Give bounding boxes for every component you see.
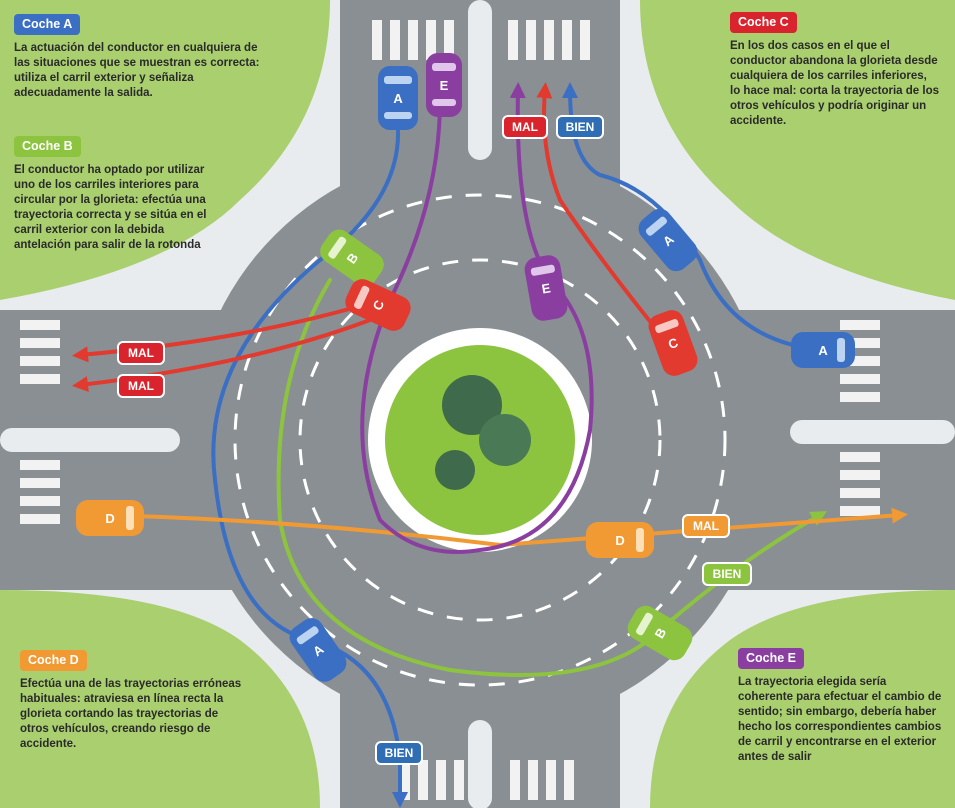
car-a-top: A bbox=[378, 66, 418, 130]
text-coche-c: En los dos casos en el que el conductor … bbox=[730, 40, 939, 127]
text-coche-d: Efectúa una de las trayectorias erróneas… bbox=[20, 678, 242, 750]
car-b-upper: B bbox=[320, 229, 384, 287]
car-a-entry: A bbox=[791, 332, 855, 368]
tag-mal-left-1: MAL bbox=[117, 341, 165, 365]
badge-coche-a: Coche A bbox=[14, 14, 81, 35]
badge-coche-e: Coche E bbox=[738, 648, 805, 669]
car-e-middle: E bbox=[524, 255, 568, 321]
panel-coche-a: Coche A La actuación del conductor en cu… bbox=[14, 14, 264, 101]
panel-coche-e: Coche E La trayectoria elegida sería coh… bbox=[738, 648, 943, 765]
car-a-label: A bbox=[393, 91, 403, 106]
svg-text:BIEN: BIEN bbox=[713, 567, 742, 581]
car-a-bottom: A bbox=[289, 618, 347, 682]
panel-coche-b: Coche B El conductor ha optado por utili… bbox=[14, 136, 214, 253]
tag-mal-top: MAL bbox=[502, 115, 548, 139]
car-b-lower: B bbox=[627, 605, 693, 661]
text-coche-a: La actuación del conductor en cualquiera… bbox=[14, 42, 260, 99]
svg-text:BIEN: BIEN bbox=[566, 120, 595, 134]
result-tags: MAL BIEN MAL MAL MAL BIEN BIEN bbox=[117, 115, 752, 765]
cars: A E B C E A C bbox=[76, 53, 855, 682]
tag-bien-bottom: BIEN bbox=[375, 741, 423, 765]
svg-text:BIEN: BIEN bbox=[385, 746, 414, 760]
panel-coche-d: Coche D Efectúa una de las trayectorias … bbox=[20, 650, 250, 752]
tag-mal-left-2: MAL bbox=[117, 374, 165, 398]
svg-text:MAL: MAL bbox=[693, 519, 719, 533]
tag-bien-right: BIEN bbox=[702, 562, 752, 586]
panel-coche-c: Coche C En los dos casos en el que el co… bbox=[730, 12, 940, 129]
car-a3-label: A bbox=[818, 343, 828, 358]
badge-coche-d: Coche D bbox=[20, 650, 87, 671]
svg-text:MAL: MAL bbox=[128, 346, 154, 360]
car-d2-label: D bbox=[615, 533, 624, 548]
tag-mal-right: MAL bbox=[682, 514, 730, 538]
car-d-label: D bbox=[105, 511, 114, 526]
car-e-label: E bbox=[440, 78, 449, 93]
text-coche-b: El conductor ha optado por utilizar uno … bbox=[14, 164, 207, 251]
trajectory-b bbox=[276, 278, 827, 677]
badge-coche-c: Coche C bbox=[730, 12, 797, 33]
car-a-right: A bbox=[638, 208, 698, 272]
svg-text:MAL: MAL bbox=[128, 379, 154, 393]
car-c-right: C bbox=[648, 310, 698, 376]
badge-coche-b: Coche B bbox=[14, 136, 81, 157]
central-island bbox=[368, 328, 592, 552]
car-e-top: E bbox=[426, 53, 462, 117]
car-e2-label: E bbox=[541, 280, 552, 296]
car-c-left: C bbox=[345, 279, 411, 331]
car-d-left: D bbox=[76, 500, 144, 536]
svg-text:MAL: MAL bbox=[512, 120, 538, 134]
text-coche-e: La trayectoria elegida sería coherente p… bbox=[738, 676, 942, 763]
car-d-middle: D bbox=[586, 522, 654, 558]
tag-bien-top: BIEN bbox=[556, 115, 604, 139]
